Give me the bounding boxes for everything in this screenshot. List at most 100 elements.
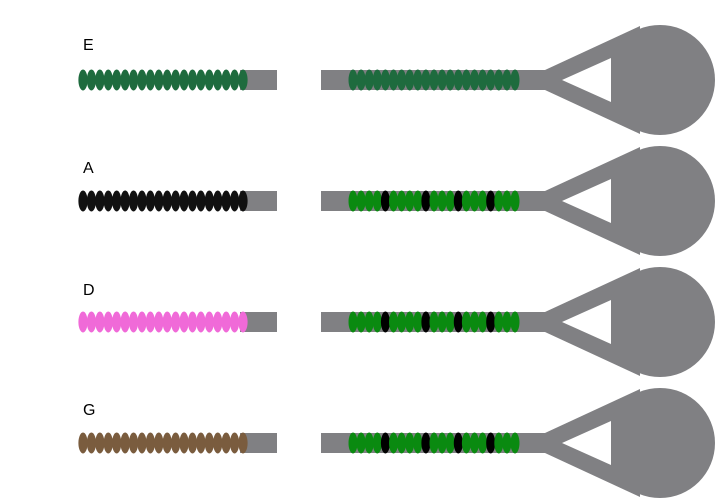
- right-bead: [486, 69, 496, 91]
- left-bead: [112, 190, 122, 212]
- left-bead: [221, 311, 231, 333]
- left-bead: [187, 69, 198, 91]
- band-bead: [453, 190, 463, 212]
- right-bead: [356, 69, 366, 91]
- row-label: D: [83, 282, 95, 299]
- left-bead: [162, 311, 172, 333]
- right-bead: [445, 69, 455, 91]
- right-bead: [429, 69, 439, 91]
- band-bead: [380, 432, 390, 454]
- right-bead: [478, 432, 488, 454]
- right-bead: [494, 69, 504, 91]
- loop-eyelet: [562, 421, 611, 465]
- left-bead: [154, 432, 164, 454]
- band-bead: [421, 311, 431, 333]
- left-bead: [86, 311, 97, 333]
- left-bead: [137, 190, 147, 212]
- right-bead: [413, 311, 423, 333]
- right-bead: [380, 69, 390, 91]
- right-bead: [348, 190, 358, 212]
- left-bead: [187, 432, 198, 454]
- right-bead: [364, 69, 374, 91]
- left-bead: [128, 311, 139, 333]
- left-bead: [229, 69, 240, 91]
- right-bead: [502, 311, 512, 333]
- right-bead: [397, 311, 407, 333]
- right-bead: [494, 311, 504, 333]
- right-bead: [405, 69, 415, 91]
- left-bead: [229, 311, 240, 333]
- left-bead: [204, 432, 214, 454]
- left-bead: [120, 69, 130, 91]
- left-bead: [103, 69, 113, 91]
- left-bead: [95, 432, 105, 454]
- loop-head: [605, 267, 715, 377]
- left-bead: [196, 69, 206, 91]
- right-bead: [470, 190, 479, 212]
- left-bead: [238, 311, 248, 333]
- left-bead: [112, 69, 122, 91]
- right-bead: [478, 69, 488, 91]
- left-bead: [171, 69, 181, 91]
- right-bead: [445, 311, 455, 333]
- right-bead: [494, 190, 504, 212]
- right-bead: [445, 190, 455, 212]
- right-bead: [470, 69, 479, 91]
- left-bead: [229, 190, 240, 212]
- left-bead: [204, 190, 214, 212]
- right-bead: [510, 190, 520, 212]
- left-bead: [86, 69, 97, 91]
- left-bead: [145, 311, 155, 333]
- right-bead: [364, 311, 374, 333]
- left-bead: [103, 311, 113, 333]
- left-bead: [78, 190, 88, 212]
- left-bead: [95, 190, 105, 212]
- left-bead: [128, 432, 139, 454]
- right-bead: [421, 69, 431, 91]
- left-bead: [179, 190, 189, 212]
- right-bead: [356, 311, 366, 333]
- left-bead: [238, 190, 248, 212]
- right-bead: [445, 432, 455, 454]
- right-bead: [405, 190, 415, 212]
- left-bead: [95, 311, 105, 333]
- right-bead: [478, 190, 488, 212]
- right-bead: [478, 311, 488, 333]
- left-rod-segment: [240, 70, 277, 90]
- right-bead: [372, 69, 382, 91]
- left-bead: [196, 190, 206, 212]
- right-bead: [510, 69, 520, 91]
- left-bead: [137, 69, 147, 91]
- left-bead: [103, 190, 113, 212]
- right-bead: [429, 190, 439, 212]
- left-bead: [221, 190, 231, 212]
- right-bead: [502, 190, 512, 212]
- left-bead: [78, 311, 88, 333]
- left-bead: [128, 69, 139, 91]
- left-bead: [179, 69, 189, 91]
- right-bead: [429, 311, 439, 333]
- left-bead: [137, 311, 147, 333]
- left-bead: [179, 311, 189, 333]
- right-bead: [372, 311, 382, 333]
- loop-eyelet: [562, 179, 611, 223]
- right-bead: [502, 432, 512, 454]
- left-rod-segment: [240, 433, 277, 453]
- left-bead: [196, 432, 206, 454]
- right-bead: [510, 432, 520, 454]
- row-label: A: [83, 160, 94, 177]
- left-bead: [204, 311, 214, 333]
- right-bead: [348, 311, 358, 333]
- right-bead: [364, 190, 374, 212]
- right-bead: [348, 69, 358, 91]
- left-bead: [213, 69, 223, 91]
- right-bead: [413, 432, 423, 454]
- right-bead: [405, 432, 415, 454]
- left-bead: [171, 432, 181, 454]
- left-bead: [162, 69, 172, 91]
- left-bead: [128, 190, 139, 212]
- left-bead: [187, 190, 198, 212]
- right-bead: [397, 190, 407, 212]
- left-bead: [145, 69, 155, 91]
- left-bead: [171, 190, 181, 212]
